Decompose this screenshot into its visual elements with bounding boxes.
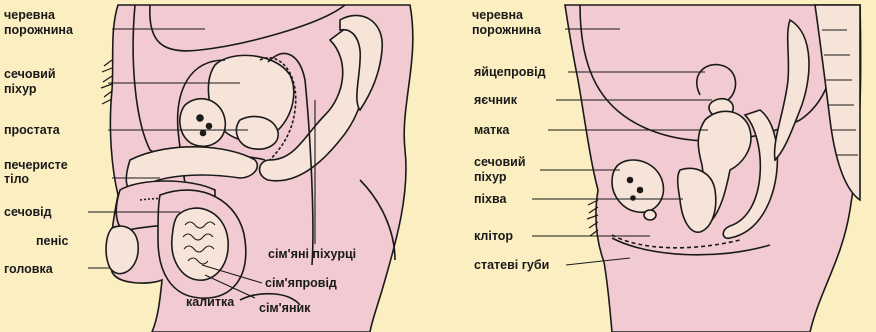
label-clitoris: клітор (474, 229, 513, 243)
label-seminal-vesicles: сім'яні піхурці (268, 247, 356, 261)
label-spermatic-duct: сім'япровід (265, 276, 337, 290)
label-oviduct: яйцепровід (474, 65, 546, 79)
male-figure (101, 5, 413, 332)
male-penis-glans (106, 226, 138, 274)
female-clitoris (644, 210, 656, 220)
label-scrotum: калитка (186, 295, 234, 309)
label-ovary: яєчник (474, 93, 517, 107)
female-figure (565, 5, 861, 332)
label-penis: пеніс (36, 234, 68, 248)
label-vas-deferens: сечовід (4, 205, 52, 219)
label-prostate: простата (4, 123, 60, 137)
label-vagina: піхва (474, 192, 506, 206)
label-bladder-female-2: піхур (474, 170, 507, 184)
label-labia: статеві губи (474, 258, 549, 272)
label-uterus: матка (474, 123, 509, 137)
male-pubic-bone (180, 99, 226, 147)
label-bladder-female-1: сечовий (474, 155, 526, 169)
label-bladder-male-1: сечовий (4, 67, 56, 81)
label-abdominal-cavity-female-1: черевна (472, 8, 523, 22)
label-abdominal-cavity-male-1: черевна (4, 8, 55, 22)
male-hair (101, 60, 112, 104)
label-bladder-male-2: піхур (4, 82, 37, 96)
label-abdominal-cavity-female-2: порожнина (472, 23, 541, 37)
label-corpus-1: печеристе (4, 158, 68, 172)
male-testis (172, 208, 228, 280)
label-abdominal-cavity-male-2: порожнина (4, 23, 73, 37)
male-prostate (236, 116, 278, 149)
label-corpus-2: тіло (4, 172, 29, 186)
label-glans: головка (4, 262, 53, 276)
label-testis: сім'яник (259, 301, 310, 315)
